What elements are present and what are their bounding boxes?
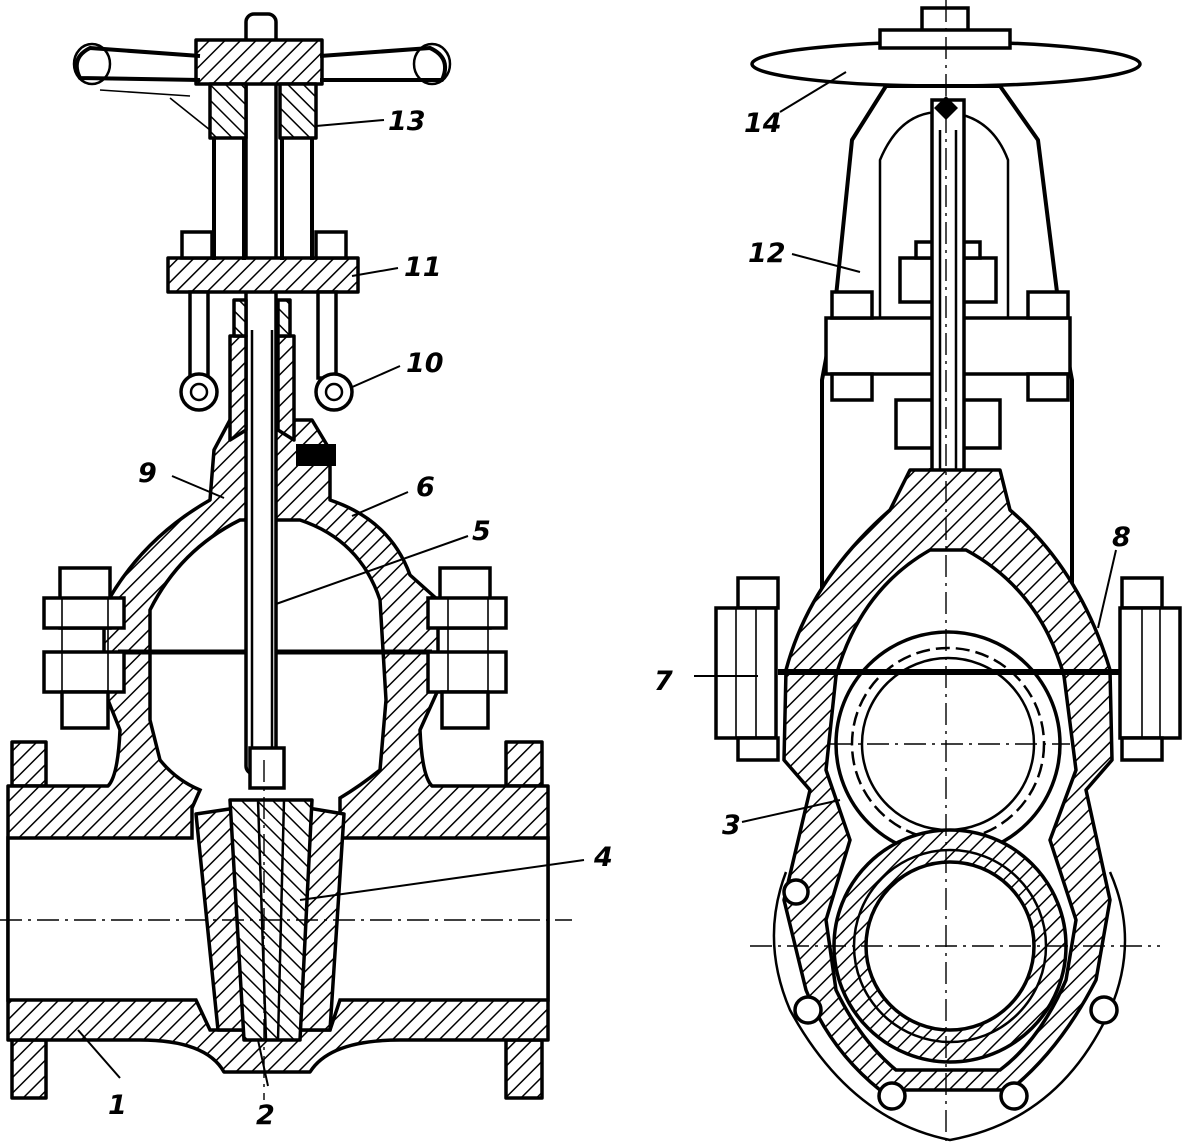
label-11: 11 (404, 252, 442, 283)
label-2: 2 (256, 1100, 275, 1131)
spindle-collar (248, 746, 286, 790)
label-4: 4 (593, 842, 613, 873)
flange-outline (772, 871, 1127, 1142)
gland-flange (166, 256, 360, 294)
label-3: 3 (722, 810, 741, 841)
right-flange-top (504, 740, 544, 788)
label-6: 6 (416, 472, 435, 503)
label-5: 5 (472, 516, 491, 547)
eyebolt-left (179, 372, 219, 412)
left-flange-bottom (10, 1038, 48, 1100)
label-10: 10 (406, 348, 444, 379)
left-body-bolt (42, 566, 126, 730)
right-view (714, 0, 1182, 1146)
eyebolt-right (314, 372, 354, 412)
label-7: 7 (654, 666, 673, 697)
right-body-bolt (426, 566, 508, 730)
label-8: 8 (1112, 522, 1131, 553)
label-9: 9 (138, 458, 157, 489)
left-flange-top (10, 740, 48, 788)
handwheel-right-arm (319, 46, 447, 82)
label-1: 1 (108, 1090, 127, 1121)
stuffing-box (228, 334, 248, 442)
left-sectional-view (0, 12, 572, 1100)
right-view-bolt-right (1118, 576, 1182, 762)
right-view-bolt-left (714, 576, 780, 762)
yoke-nut (194, 38, 324, 86)
label-13: 13 (388, 106, 426, 137)
packing-nut (296, 444, 336, 466)
label-12: 12 (748, 238, 786, 269)
part-labels: 1 2 3 4 5 6 7 8 9 10 11 12 13 14 (108, 106, 1131, 1131)
leader-lines (77, 71, 1117, 1087)
label-14: 14 (744, 108, 782, 139)
bottom-bosses (782, 878, 1119, 1111)
handwheel-left-arm (74, 46, 201, 82)
right-flange-bottom (504, 1038, 544, 1100)
